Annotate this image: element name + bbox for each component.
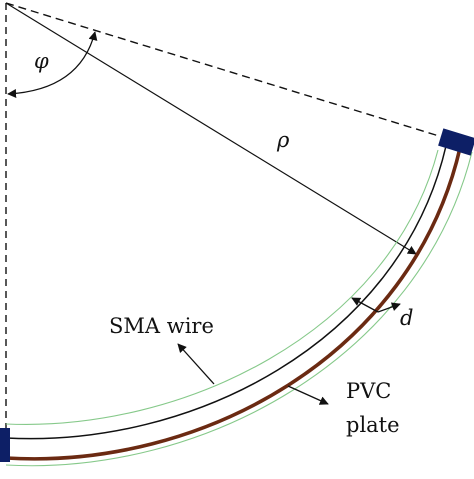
phi-label: φ [34,49,49,73]
top-clamp [438,128,474,156]
angle-phi-arc [7,31,98,99]
d-label: d [400,306,413,330]
rho-label: ρ [276,128,290,152]
bottom-clamp [0,428,10,462]
outer-guide-arc [5,151,473,467]
pvc-label-line1: PVC [346,379,391,403]
inner-guide-arc [5,149,439,426]
sma-wire-arc [5,145,447,440]
sma-wire-pointer [177,343,215,385]
pvc-label-line2: plate [346,413,400,437]
radius-rho-line [5,2,417,255]
sma-wire-label: SMA wire [109,314,214,338]
thickness-d-arrow-left [351,297,379,313]
pvc-plate-pointer [287,385,329,405]
thickness-d-arrow-right [377,302,401,313]
pvc-plate-arc [5,147,462,461]
